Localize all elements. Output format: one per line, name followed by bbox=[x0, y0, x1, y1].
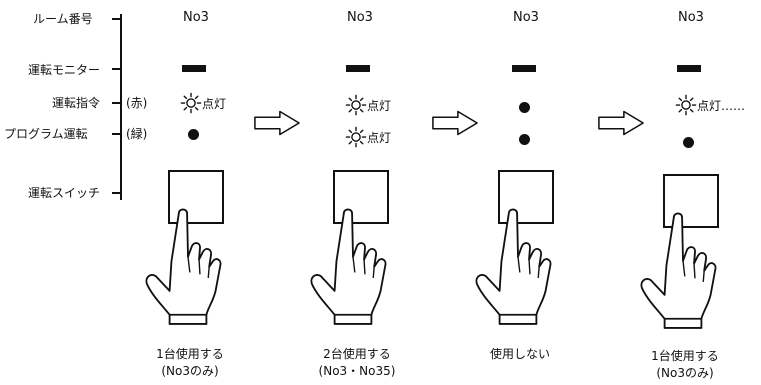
lamp-lit-icon bbox=[180, 92, 202, 114]
room-number: No3 bbox=[513, 10, 539, 25]
usage-caption: 使用しない bbox=[474, 346, 566, 363]
usage-caption-line2: (No3のみ) bbox=[161, 364, 219, 378]
legend-run-command-color: (赤) bbox=[126, 96, 148, 110]
room-number: No3 bbox=[347, 10, 373, 25]
run-command-lamp: 点灯…… bbox=[675, 94, 745, 116]
program-run-lamp: 点灯 bbox=[345, 126, 391, 148]
run-switch[interactable] bbox=[333, 170, 389, 224]
run-monitor-indicator bbox=[182, 65, 206, 72]
run-command-lamp-off bbox=[519, 102, 530, 113]
usage-caption-line2: (No3のみ) bbox=[656, 366, 714, 380]
usage-caption-line1: 1台使用する bbox=[651, 349, 719, 363]
run-monitor-indicator bbox=[677, 65, 701, 72]
pointing-hand-icon bbox=[472, 206, 564, 326]
run-switch[interactable] bbox=[168, 170, 224, 224]
usage-caption: 1台使用する (No3のみ) bbox=[637, 348, 733, 382]
lamp-lit-icon bbox=[345, 94, 367, 116]
lamp-lit-icon bbox=[345, 126, 367, 148]
lamp-status-text: 点灯…… bbox=[697, 98, 746, 113]
lamp-lit-icon bbox=[675, 94, 697, 116]
run-monitor-indicator bbox=[512, 65, 536, 72]
program-run-lamp-off bbox=[519, 134, 530, 145]
run-switch[interactable] bbox=[498, 170, 554, 224]
legend-program-run: プログラム運転 bbox=[4, 127, 88, 141]
arrow-right-icon bbox=[253, 110, 301, 136]
usage-caption-line2: (No3・No35) bbox=[318, 364, 396, 378]
pointing-hand-icon bbox=[142, 206, 234, 326]
usage-caption-line1: 使用しない bbox=[489, 347, 550, 361]
pointing-hand-icon bbox=[637, 210, 729, 330]
legend-program-run-color: (緑) bbox=[126, 127, 148, 141]
run-command-lamp: 点灯 bbox=[180, 92, 226, 114]
run-monitor-indicator bbox=[346, 65, 370, 72]
legend-tick-program bbox=[112, 133, 122, 135]
arrow-right-icon bbox=[597, 110, 645, 136]
usage-caption: 2台使用する (No3・No35) bbox=[305, 346, 409, 380]
run-switch[interactable] bbox=[663, 174, 719, 228]
pointing-hand-icon bbox=[307, 206, 399, 326]
program-run-lamp-off bbox=[683, 137, 694, 148]
legend-tick-monitor bbox=[112, 68, 122, 70]
arrow-right-icon bbox=[431, 110, 479, 136]
legend-run-command: 運転指令 bbox=[52, 96, 101, 110]
lamp-status-text: 点灯 bbox=[367, 98, 392, 113]
room-number: No3 bbox=[183, 10, 209, 25]
lamp-status-text: 点灯 bbox=[367, 130, 392, 145]
legend-run-monitor: 運転モニター bbox=[28, 63, 101, 77]
usage-caption-line1: 1台使用する bbox=[156, 347, 224, 361]
run-command-lamp: 点灯 bbox=[345, 94, 391, 116]
legend-tick-room bbox=[112, 18, 122, 20]
lamp-status-text: 点灯 bbox=[202, 96, 227, 111]
usage-caption: 1台使用する (No3のみ) bbox=[142, 346, 238, 380]
legend-bracket-line bbox=[120, 14, 122, 200]
legend-tick-command bbox=[112, 102, 122, 104]
usage-caption-line1: 2台使用する bbox=[323, 347, 391, 361]
legend-tick-switch bbox=[112, 192, 122, 194]
program-run-lamp-off bbox=[188, 129, 199, 140]
room-number: No3 bbox=[678, 10, 704, 25]
legend-room-number: ルーム番号 bbox=[33, 12, 93, 26]
legend-run-switch: 運転スイッチ bbox=[28, 186, 101, 200]
